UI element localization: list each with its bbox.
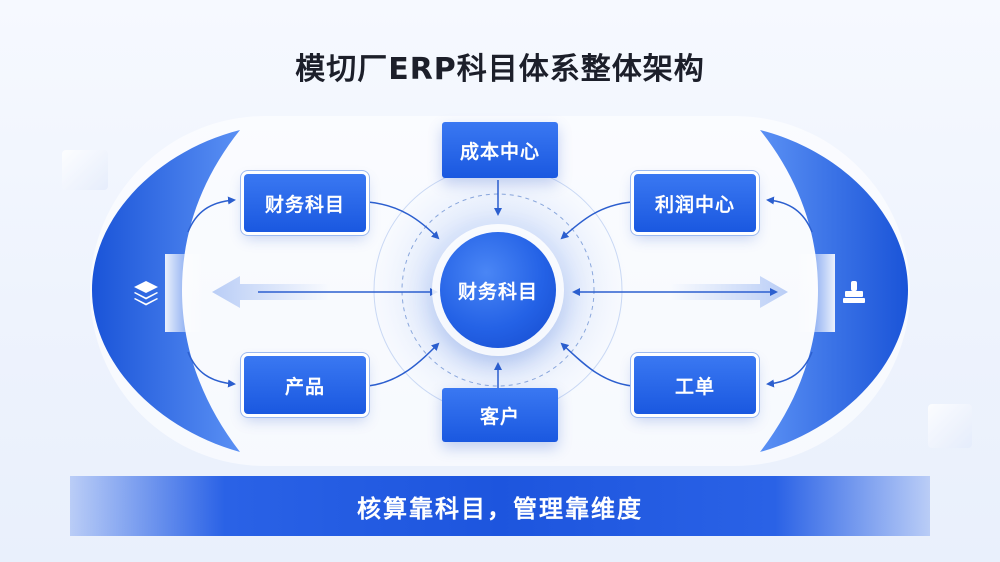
arrow-righttop-to-center <box>560 201 633 240</box>
layers-icon <box>128 276 164 310</box>
node-cost-center: 成本中心 <box>442 122 558 178</box>
arrow-rightbottom-to-center <box>560 342 633 387</box>
right-glow <box>795 254 835 332</box>
diagram-title: 模切厂ERP科目体系整体架构 <box>295 52 705 87</box>
arrow-lefttop-to-center <box>367 201 440 240</box>
decor-cube-left <box>62 150 108 190</box>
decor-cube-right <box>928 404 972 448</box>
left-glow <box>165 254 205 332</box>
summary-banner: 核算靠科目，管理靠维度 <box>70 476 930 536</box>
node-finance-account-center: 财务科目 <box>440 232 556 348</box>
node-finance-account-left: 财务科目 <box>244 174 366 232</box>
arrow-wing-left-top <box>187 196 236 233</box>
arrow-leftbottom-to-center <box>367 342 440 387</box>
stamp-icon <box>836 276 872 310</box>
node-customer: 客户 <box>442 388 558 442</box>
arrow-wing-right-top <box>766 196 813 233</box>
node-profit-center: 利润中心 <box>634 174 756 232</box>
node-product: 产品 <box>244 356 366 414</box>
arrow-wing-left-bottom <box>187 351 236 388</box>
node-work-order: 工单 <box>634 356 756 414</box>
arrow-wing-right-bottom <box>766 351 813 388</box>
